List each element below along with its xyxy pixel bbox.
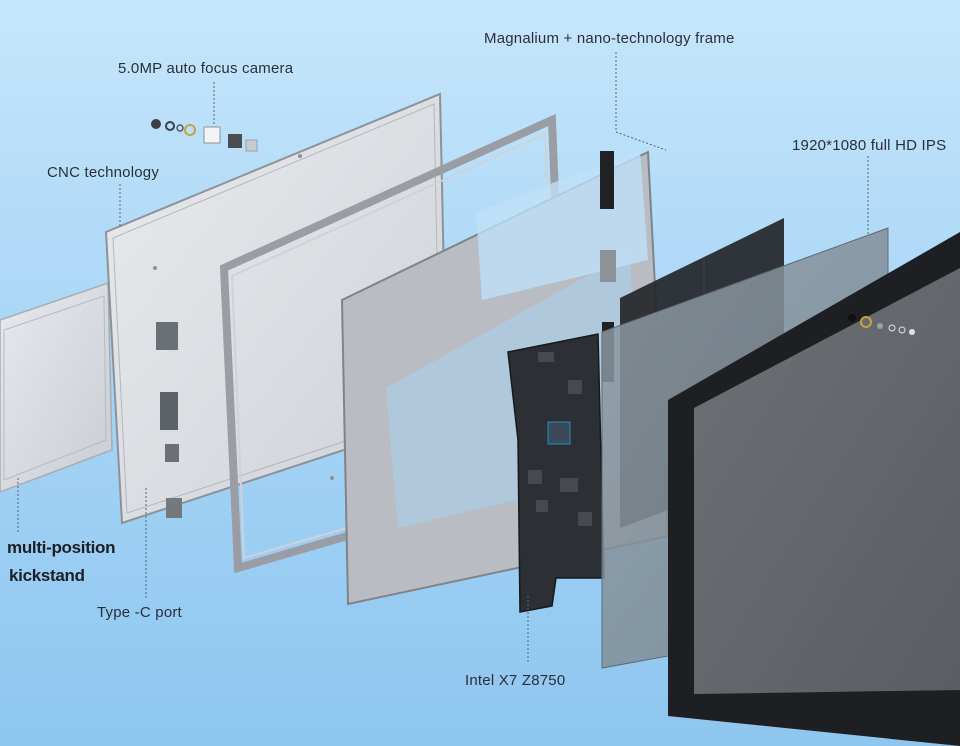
front-glass bbox=[668, 232, 960, 746]
camera-module bbox=[151, 119, 258, 152]
camera-slot bbox=[156, 322, 178, 350]
motherboard bbox=[507, 322, 614, 613]
cnc-label: CNC technology bbox=[47, 164, 160, 181]
callout-lines bbox=[17, 52, 869, 662]
kickstand bbox=[0, 281, 113, 493]
camera-label: 5.0MP auto focus camera bbox=[118, 60, 294, 77]
frame-bracket bbox=[600, 151, 614, 209]
frame-label: Magnalium + nano-technology frame bbox=[484, 30, 735, 47]
port-cluster bbox=[160, 392, 178, 430]
kickstand-label-line1: multi-position bbox=[7, 538, 116, 557]
kickstand-label-line2: kickstand bbox=[9, 566, 85, 585]
cpu-chip bbox=[547, 421, 571, 445]
cpu-label: Intel X7 Z8750 bbox=[465, 672, 566, 689]
port-label: Type -C port bbox=[97, 604, 182, 621]
display-label: 1920*1080 full HD IPS bbox=[792, 137, 947, 154]
